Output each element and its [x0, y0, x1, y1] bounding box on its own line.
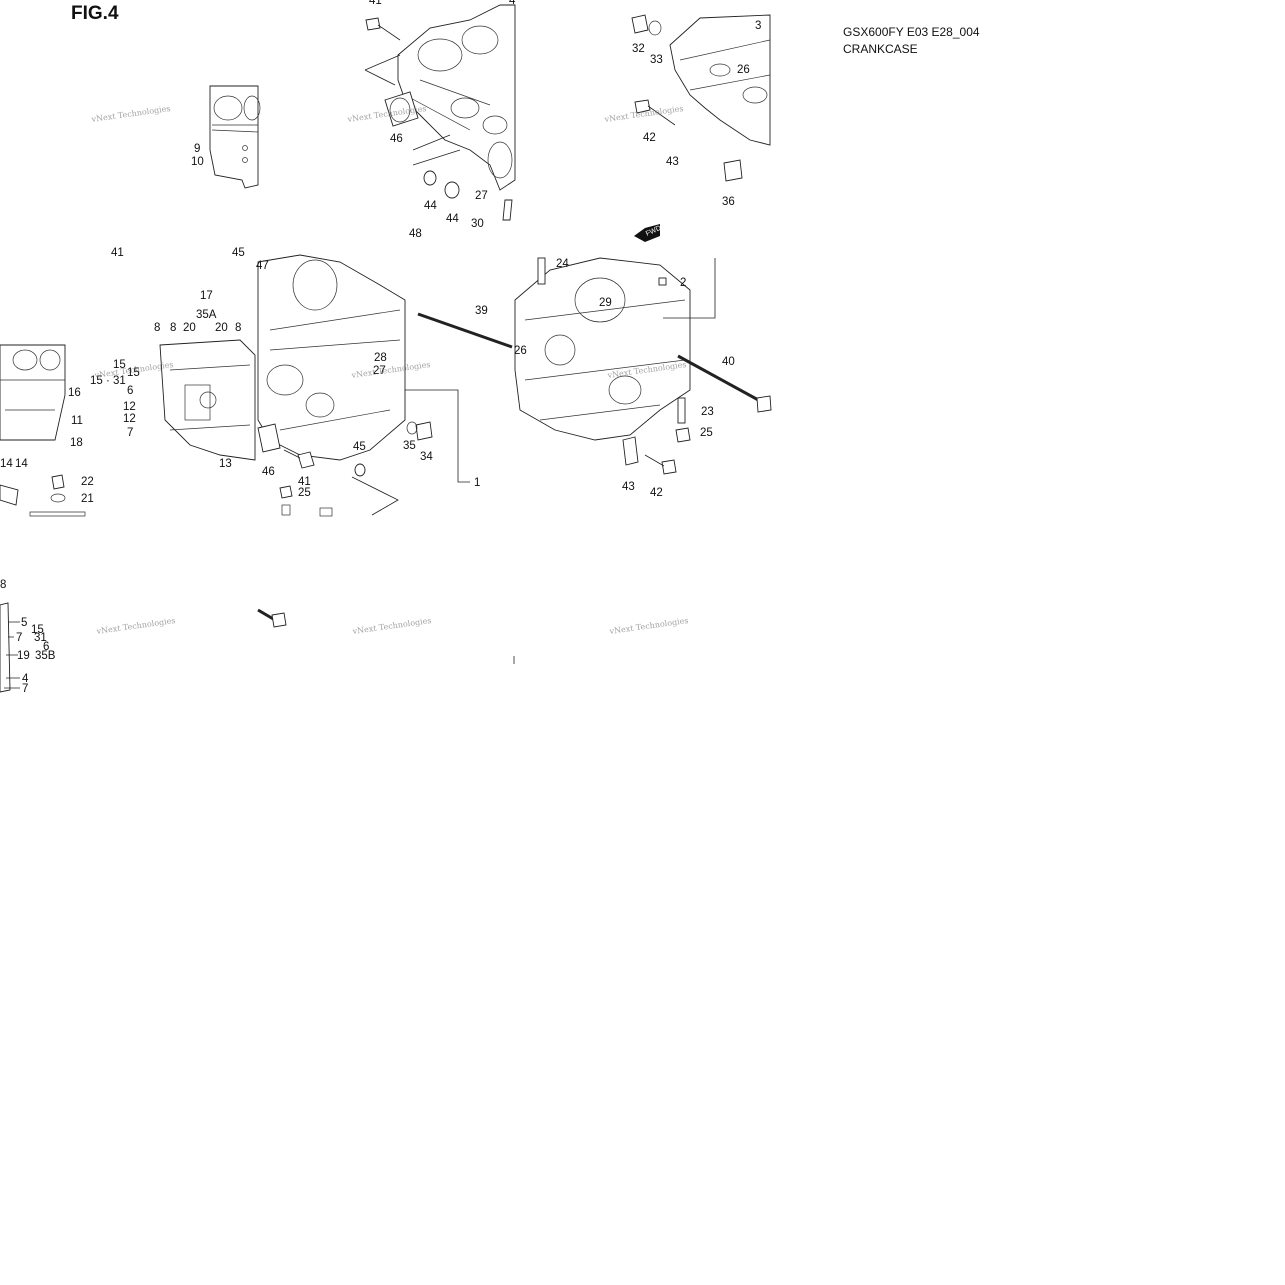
callout-label: 19	[17, 650, 30, 662]
callout-label: 4	[22, 673, 29, 685]
callout-label: 1	[474, 477, 480, 489]
callout-label: 7	[22, 683, 28, 695]
callout-label: 6	[43, 641, 49, 653]
crankcase-fragment-upper-left	[209, 85, 261, 189]
watermark-text: vNext Technologies	[351, 616, 432, 636]
callout-label: 17	[200, 290, 213, 302]
callout-label: 42	[643, 132, 656, 144]
callout-label: 7	[16, 632, 22, 644]
callout-label: 25	[700, 427, 713, 439]
callout-label: 27	[475, 190, 488, 202]
lower-crankcase-left	[159, 339, 256, 461]
callout-label: 2	[680, 277, 686, 289]
oil-pan-top-right	[631, 14, 771, 242]
callout-label: 12	[123, 401, 136, 413]
callout-label: 35	[403, 440, 416, 452]
callout-label: 29	[599, 297, 612, 309]
callout-label: 39	[475, 305, 488, 317]
callout-label: 14	[0, 458, 13, 470]
callout-label: 8	[235, 322, 241, 334]
callout-label: 5	[21, 617, 27, 629]
callout-label: 15	[113, 359, 126, 371]
callout-label: 46	[390, 133, 403, 145]
callout-label: 13	[219, 458, 232, 470]
callout-label: 15 · 31	[90, 375, 126, 387]
callout-label: 44	[446, 213, 459, 225]
callout-label: 23	[701, 406, 714, 418]
callout-label: 30	[471, 218, 484, 230]
callout-label: 16	[68, 387, 81, 399]
figure-title: FIG.4	[71, 3, 119, 24]
callout-label: 6	[127, 385, 133, 397]
callout-label: 14	[15, 458, 28, 470]
callout-label: 25	[298, 487, 311, 499]
watermark-text: vNext Technologies	[95, 616, 176, 636]
callout-label: 34	[420, 451, 433, 463]
callout-label: 45	[353, 441, 366, 453]
callout-label: 31	[34, 632, 47, 644]
callout-label: 15	[31, 624, 44, 636]
callout-label: 33	[650, 54, 663, 66]
callout-label: 8	[0, 579, 6, 591]
callout-label: 3	[755, 20, 761, 32]
callout-label: 8	[154, 322, 160, 334]
callout-label: 27	[373, 365, 386, 377]
callout-label: 15	[127, 367, 140, 379]
long-bolt-39	[417, 312, 513, 349]
bottom-row-fragments	[0, 504, 515, 693]
figure-meta: GSX600FY E03 E28_004 CRANKCASE	[843, 24, 980, 58]
callout-label: 43	[622, 481, 635, 493]
callout-label: 22	[81, 476, 94, 488]
callout-label: 7	[127, 427, 133, 439]
callout-label: 41	[111, 247, 124, 259]
callout-label: 44	[424, 200, 437, 212]
crankcase-right	[514, 257, 716, 475]
callout-label: 11	[71, 415, 83, 427]
callout-label: 35B	[35, 650, 56, 662]
callout-label: 36	[722, 196, 735, 208]
watermark-text: vNext Technologies	[608, 616, 689, 636]
callout-label: 10	[191, 156, 204, 168]
callout-label: 4	[509, 0, 516, 7]
callout-label: 48	[409, 228, 422, 240]
callout-label: 28	[374, 352, 387, 364]
callout-label: 35A	[196, 309, 217, 321]
model-code: GSX600FY E03 E28_004	[843, 25, 980, 39]
callout-label: 47	[256, 260, 269, 272]
callout-label: 20	[215, 322, 228, 334]
callout-label: 21	[81, 493, 94, 505]
callout-label: 40	[722, 356, 735, 368]
watermark-text: vNext Technologies	[346, 104, 427, 124]
callout-label: 8	[170, 322, 176, 334]
callout-label: 20	[183, 322, 196, 334]
callout-label: 9	[194, 143, 200, 155]
crankcase-center	[257, 254, 433, 516]
callout-label: 41	[369, 0, 382, 7]
callout-label: 24	[556, 258, 569, 270]
callout-label: 26	[737, 64, 750, 76]
callout-label: 42	[650, 487, 663, 499]
cylinder-fragment-far-left	[0, 344, 86, 517]
callout-label: 12	[123, 413, 136, 425]
diagram-name: CRANKCASE	[843, 42, 918, 56]
long-bolt-40	[677, 354, 763, 404]
watermark-text: vNext Technologies	[90, 104, 171, 124]
upper-crankcase-top-center	[364, 4, 516, 221]
callout-label: 41	[298, 476, 311, 488]
callout-label: 45	[232, 247, 245, 259]
callout-label: 32	[632, 43, 645, 55]
callout-label: 43	[666, 156, 679, 168]
callout-label: 26	[514, 345, 527, 357]
callout-label: 46	[262, 466, 275, 478]
callout-label: 18	[70, 437, 83, 449]
